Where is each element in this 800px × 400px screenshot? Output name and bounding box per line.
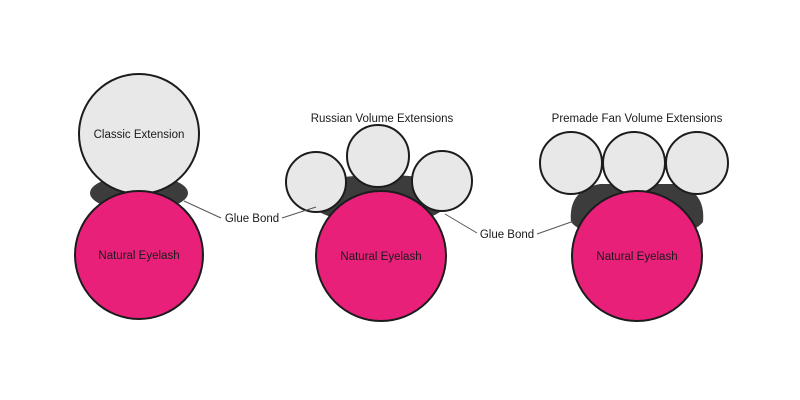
premade-diagram: Premade Fan Volume Extensions Natural Ey… bbox=[539, 113, 729, 322]
russian-extension-right bbox=[411, 150, 473, 212]
classic-natural-eyelash-label: Natural Eyelash bbox=[98, 250, 179, 262]
russian-natural-eyelash-label: Natural Eyelash bbox=[340, 251, 421, 263]
russian-extension-left bbox=[285, 151, 347, 213]
premade-natural-eyelash-label: Natural Eyelash bbox=[596, 251, 677, 263]
classic-natural-eyelash-circle bbox=[74, 190, 204, 320]
russian-diagram: Russian Volume Extensions Natural Eyelas… bbox=[285, 113, 473, 322]
premade-extension-center bbox=[602, 131, 666, 195]
premade-natural-eyelash-circle bbox=[571, 190, 703, 322]
glue-leader-right-b bbox=[536, 220, 575, 235]
premade-title: Premade Fan Volume Extensions bbox=[552, 113, 723, 125]
russian-extension-center bbox=[346, 124, 410, 188]
glue-bond-callout-left: Glue Bond bbox=[183, 200, 317, 225]
glue-bond-callout-right: Glue Bond bbox=[444, 213, 575, 241]
classic-extension-label: Classic Extension bbox=[94, 129, 185, 141]
russian-title: Russian Volume Extensions bbox=[311, 113, 454, 125]
glue-leader-left-b bbox=[281, 206, 317, 219]
glue-leader-left-a bbox=[183, 200, 222, 219]
glue-bond-label-left: Glue Bond bbox=[225, 213, 279, 225]
premade-extension-left bbox=[539, 131, 603, 195]
glue-bond-label-right: Glue Bond bbox=[480, 229, 534, 241]
glue-leader-right-a bbox=[444, 213, 478, 234]
premade-extension-right bbox=[665, 131, 729, 195]
russian-natural-eyelash-circle bbox=[315, 190, 447, 322]
classic-diagram: Classic Extension Natural Eyelash bbox=[74, 73, 204, 320]
